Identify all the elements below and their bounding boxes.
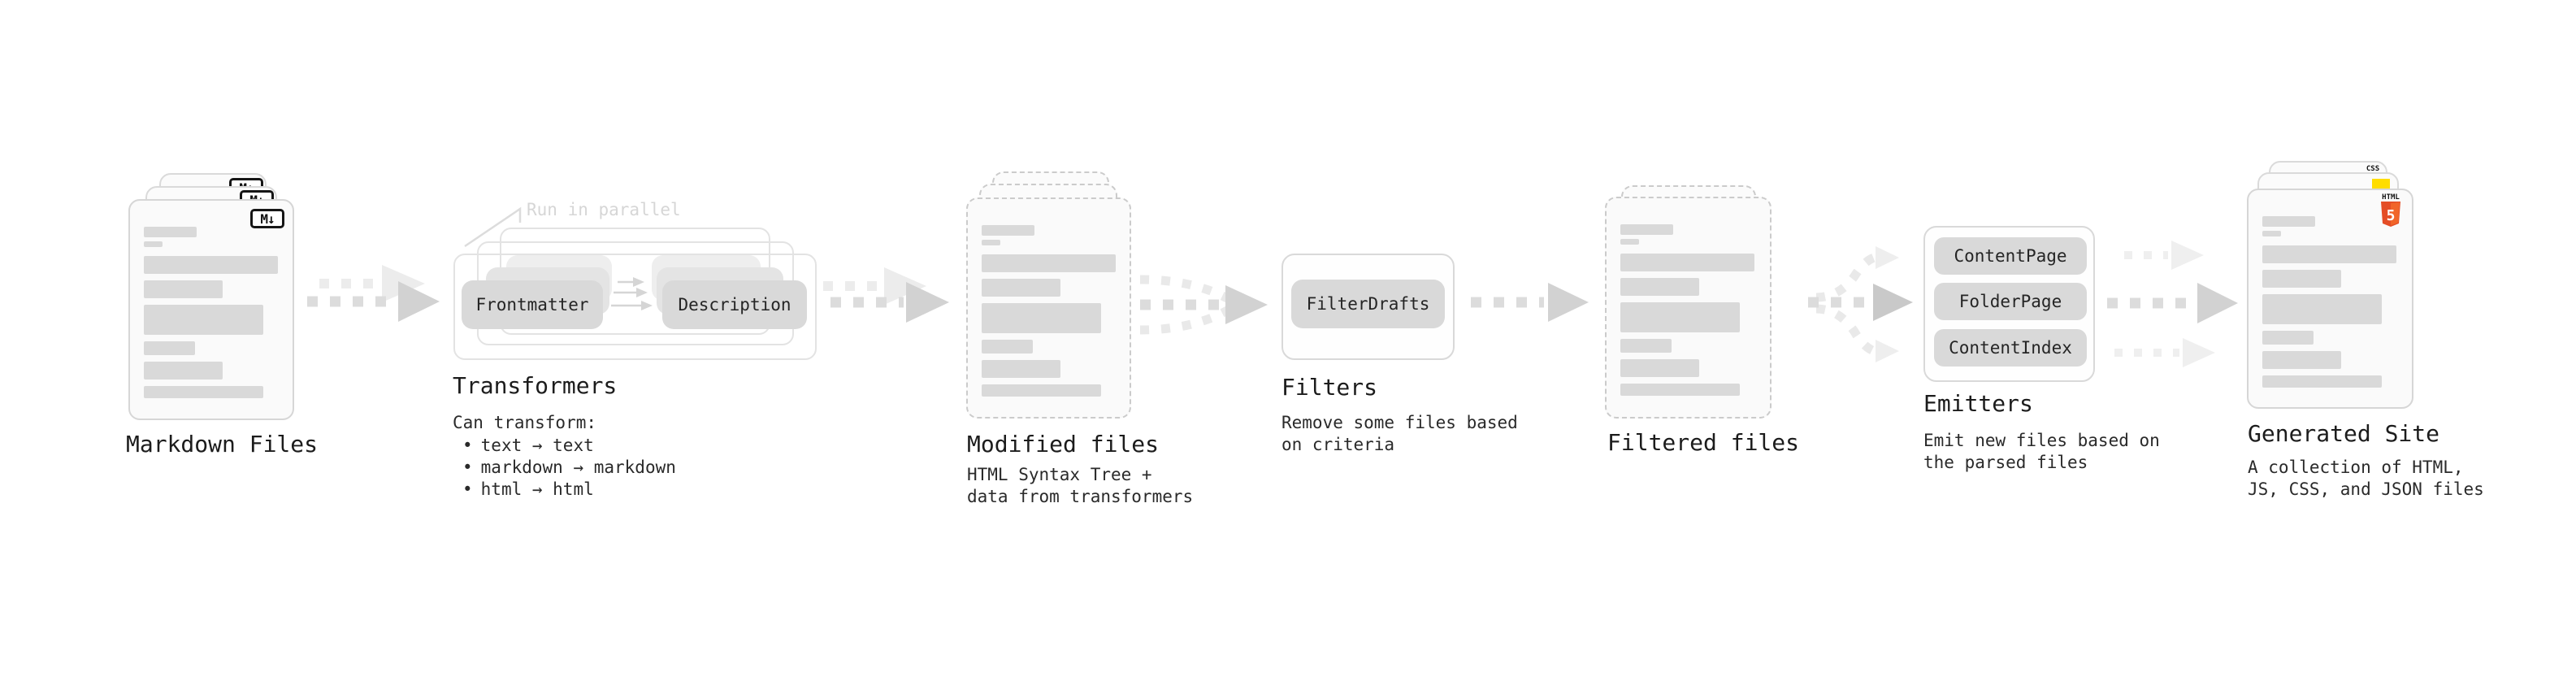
transform-bullet-3: •html → html [462,479,594,499]
stage-title-markdown: Markdown Files [126,431,319,458]
markdown-doc-front: M↓ [128,199,294,420]
generated-subtitle-line2: JS, CSS, and JSON files [2248,479,2484,499]
stage-title-generated: Generated Site [2248,420,2440,447]
filtered-doc-front [1605,197,1772,419]
filters-subtitle-line2: on criteria [1281,435,1395,454]
arrow-transformers-to-modified [823,267,949,323]
pill-contentindex: ContentIndex [1934,329,2087,367]
pill-frontmatter: Frontmatter [462,280,603,329]
stage-title-modified: Modified files [967,431,1160,458]
arrow-filters-to-filtered [1471,283,1589,322]
generated-doc-front: HTML 5 [2247,189,2413,409]
transformer-layer-front [453,254,817,360]
arrow-modified-to-filters [1139,275,1268,335]
bullet-glyph: • [462,479,473,499]
run-in-parallel-annotation: Run in parallel [527,200,681,219]
transformers-desc-heading: Can transform: [453,413,597,432]
pill-folderpage: FolderPage [1934,283,2087,320]
transform-bullet-1: •text → text [462,436,594,455]
pill-filterdrafts: FilterDrafts [1291,280,1445,328]
pill-description: Description [662,280,807,329]
stage-title-filtered: Filtered files [1607,429,1800,456]
arrow-markdown-to-transformers [307,265,440,322]
emitters-subtitle-line2: the parsed files [1923,453,2088,472]
arrow-filtered-to-emitters [1808,246,1913,362]
bullet-glyph: • [462,436,473,455]
emitters-subtitle-line1: Emit new files based on [1923,431,2160,450]
modified-subtitle-line1: HTML Syntax Tree + [967,465,1152,484]
stage-title-emitters: Emitters [1923,390,2033,417]
generated-subtitle-line1: A collection of HTML, [2248,458,2464,477]
html5-icon: HTML 5 [2379,193,2403,231]
transform-bullet-2: •markdown → markdown [462,458,676,477]
pill-contentpage: ContentPage [1934,237,2087,275]
markdown-icon: M↓ [250,209,284,228]
modified-doc-front [966,197,1131,419]
js-file-icon [2372,179,2390,190]
modified-subtitle-line2: data from transformers [967,487,1194,506]
svg-text:5: 5 [2387,207,2396,224]
stage-title-transformers: Transformers [453,372,618,399]
stage-title-filters: Filters [1281,374,1378,401]
arrow-emitters-to-generated [2107,241,2238,367]
bullet-glyph: • [462,458,473,477]
filters-subtitle-line1: Remove some files based [1281,413,1518,432]
